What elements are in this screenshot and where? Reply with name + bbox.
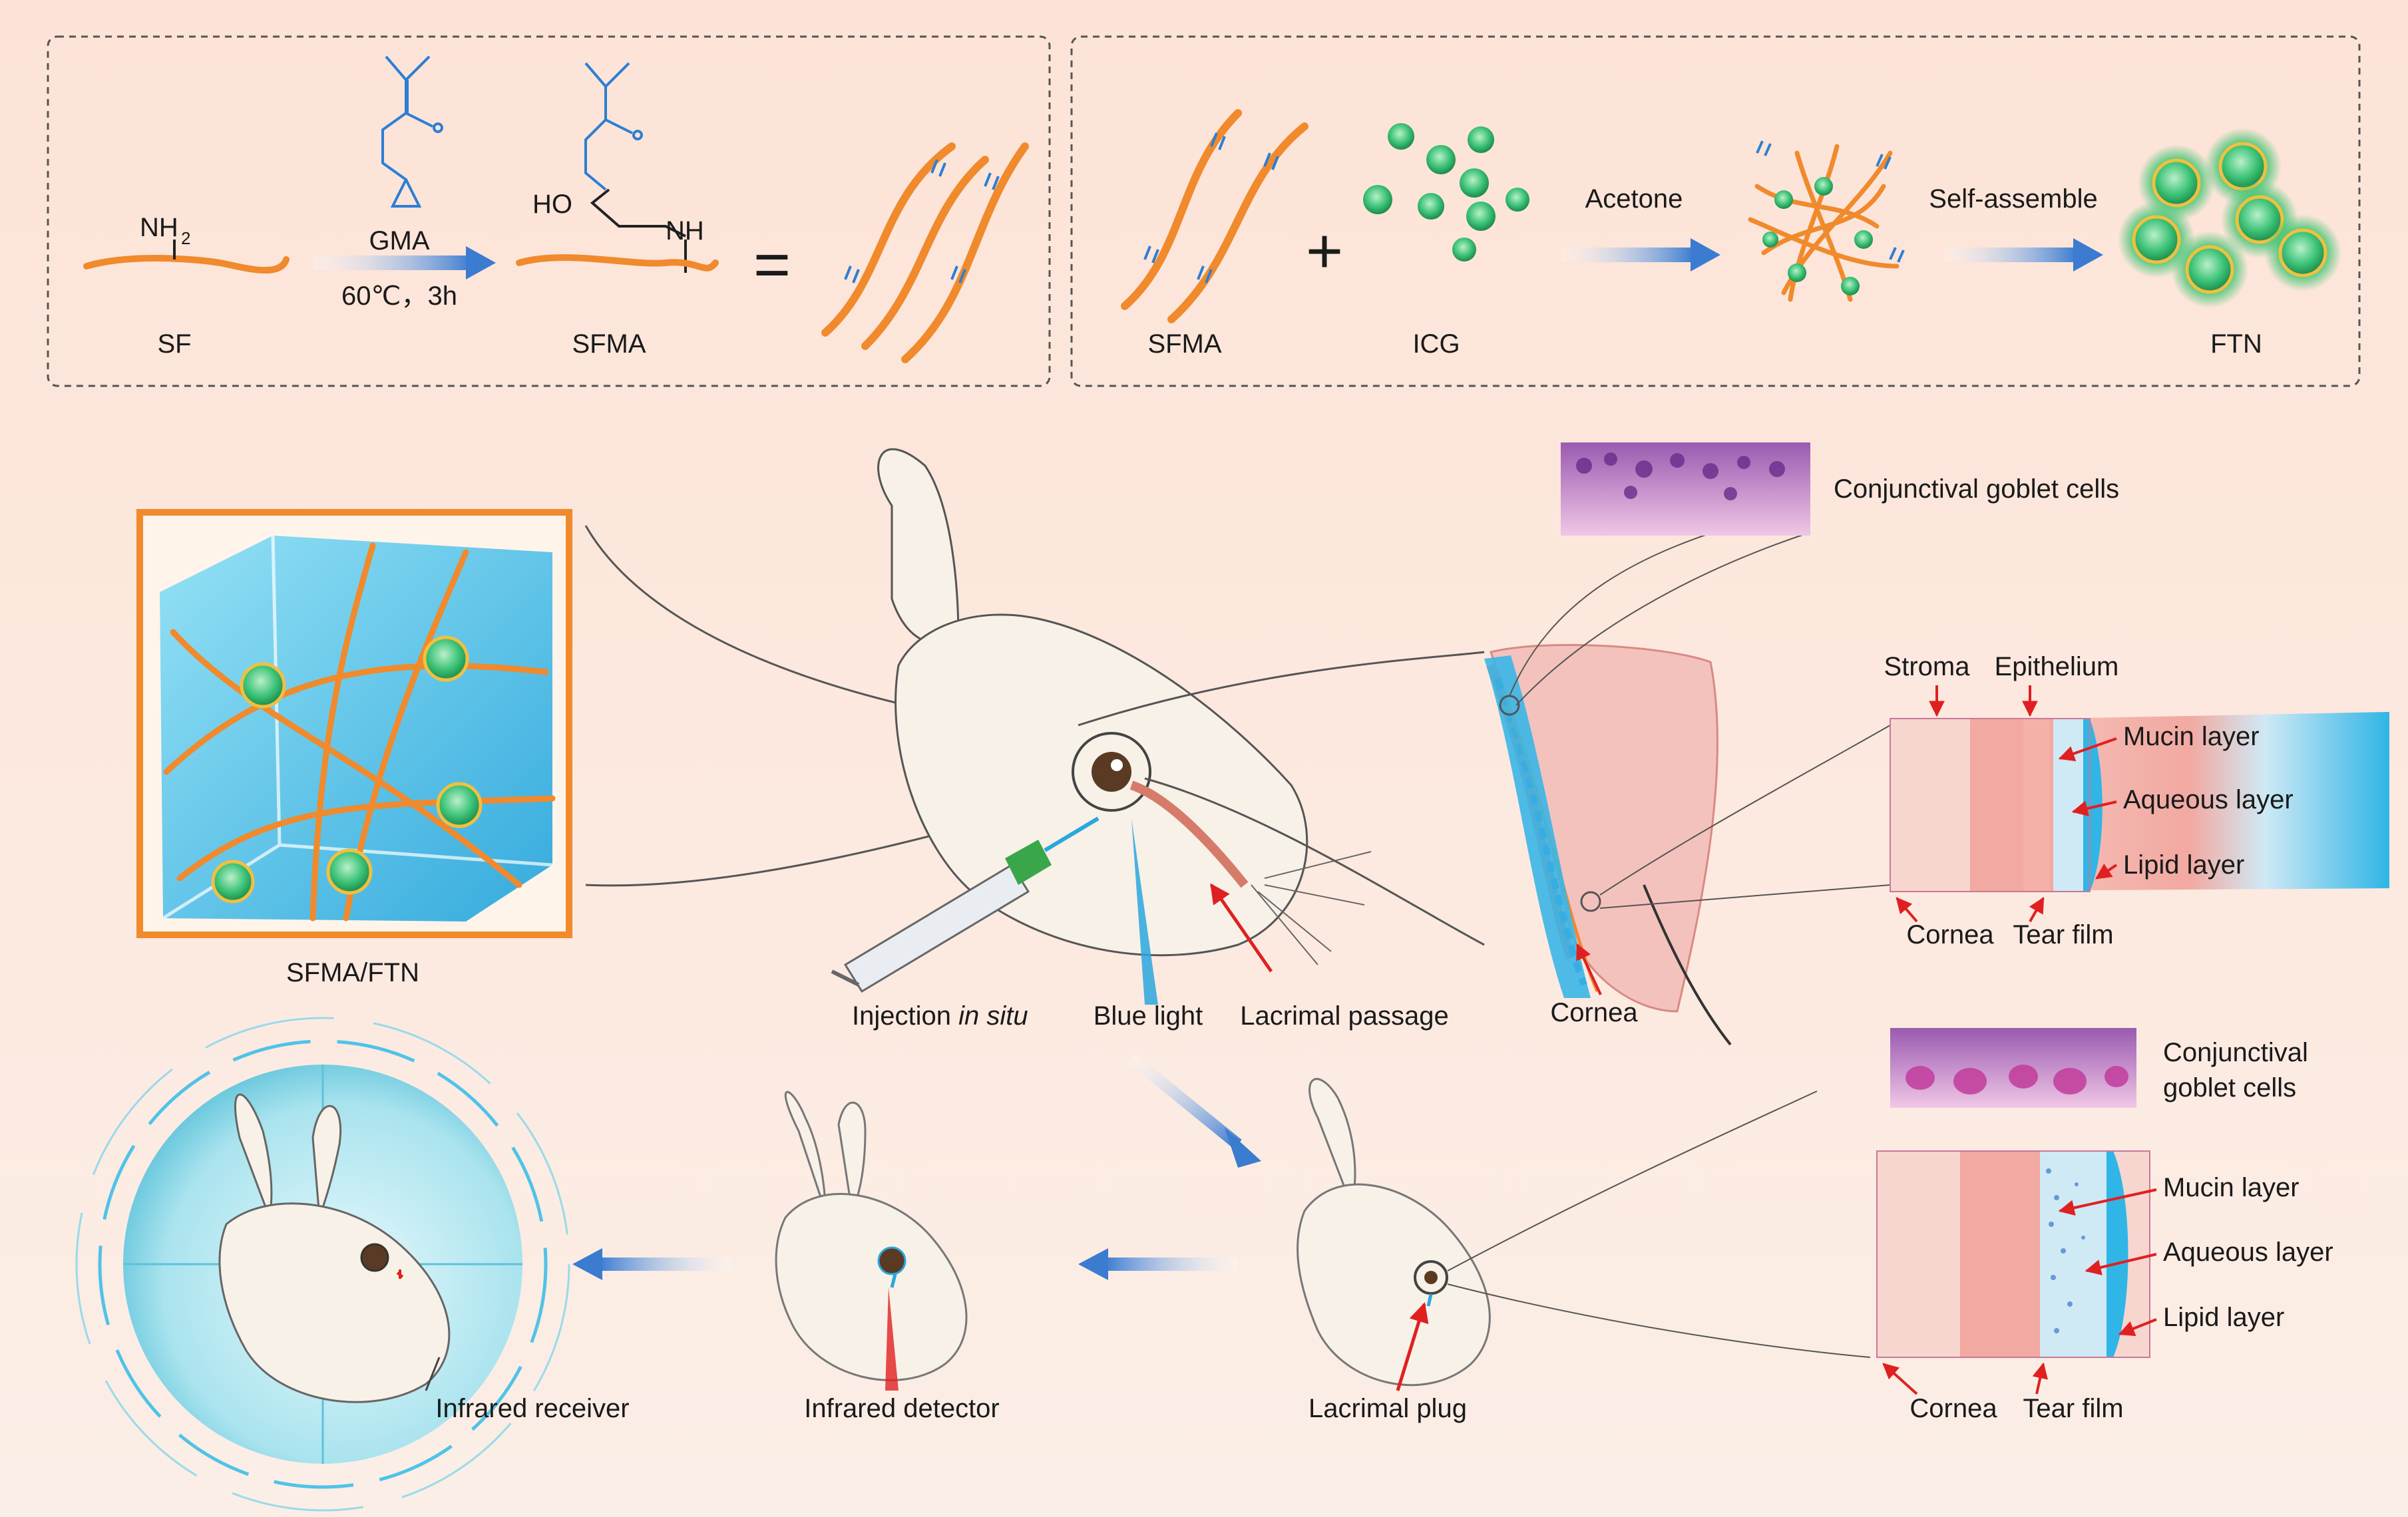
infrared-receiver-label: Infrared receiver bbox=[435, 1394, 629, 1423]
ftn-particles bbox=[2118, 128, 2341, 308]
mucin-bottom-label: Mucin layer bbox=[2163, 1173, 2300, 1202]
cornea-section-label: Cornea bbox=[1550, 998, 1638, 1027]
cornea-top-label: Cornea bbox=[1906, 920, 1994, 949]
nh-label: NH bbox=[666, 216, 704, 246]
corneal-layers-bottom bbox=[1876, 1150, 2150, 1358]
ho-label: HO bbox=[532, 190, 572, 219]
nh2-subscript: 2 bbox=[181, 228, 190, 248]
injection-label: Injection in situ bbox=[852, 1001, 1028, 1031]
gma-label: GMA bbox=[369, 226, 429, 255]
self-assemble-label: Self-assemble bbox=[1929, 184, 2097, 214]
rabbit-detector bbox=[775, 1091, 968, 1381]
acetone-arrow bbox=[1561, 248, 1694, 262]
gma-structure bbox=[381, 55, 443, 208]
acetone-label: Acetone bbox=[1585, 184, 1683, 214]
arrow-to-detector bbox=[1078, 1248, 1238, 1280]
self-assemble-arrow bbox=[1943, 248, 2077, 262]
plus-sign: + bbox=[1306, 216, 1343, 287]
infrared-detector-label: Infrared detector bbox=[804, 1394, 1000, 1423]
conditions-label: 60℃，3h bbox=[341, 281, 457, 311]
conjunctival-bottom-label-1: Conjunctival bbox=[2163, 1038, 2308, 1067]
eyelid-cross-section bbox=[1484, 643, 1732, 1046]
sfma-fiber bbox=[516, 254, 719, 271]
lacrimal-arrow bbox=[1209, 883, 1273, 973]
hydrogel-caption: SFMA/FTN bbox=[286, 958, 419, 987]
aqueous-bottom-label: Aqueous layer bbox=[2163, 1238, 2333, 1267]
sf-fiber bbox=[83, 255, 290, 274]
corneal-layers-top bbox=[1890, 712, 2389, 892]
lipid-top-label: Lipid layer bbox=[2123, 850, 2244, 880]
sfma-structure bbox=[584, 62, 643, 191]
mucin-top-label: Mucin layer bbox=[2123, 722, 2260, 751]
zoom-line-anatomy-upper bbox=[1078, 651, 1485, 727]
sfma-fibers-cartoon bbox=[821, 142, 1029, 363]
aqueous-top-label: Aqueous layer bbox=[2123, 785, 2294, 814]
lacrimal-passage-label: Lacrimal passage bbox=[1240, 1001, 1449, 1031]
goblet-cells-top-image bbox=[1561, 442, 1810, 536]
ftn-label: FTN bbox=[2210, 329, 2262, 359]
cornea-bottom-label: Cornea bbox=[1909, 1394, 1997, 1423]
hydrogel-cube bbox=[136, 509, 572, 938]
sfma-label-right: SFMA bbox=[1147, 329, 1221, 359]
sfma-label: SFMA bbox=[572, 329, 646, 359]
conjunctival-goblet-cells-top-label: Conjunctival goblet cells bbox=[1834, 474, 2119, 504]
lacrimal-plug-label: Lacrimal plug bbox=[1308, 1394, 1467, 1423]
nh2-label: NH bbox=[140, 213, 178, 242]
synthesis-panel-left: NH 2 SF GMA 60℃，3h HO NH SFMA = bbox=[47, 35, 1051, 387]
arrow-down-to-plug bbox=[1127, 1053, 1261, 1168]
sf-label: SF bbox=[157, 329, 191, 359]
blue-light-beam bbox=[1131, 818, 1158, 1005]
syringe bbox=[831, 816, 1100, 993]
icg-particles bbox=[1363, 123, 1529, 261]
arrow-to-receiver bbox=[572, 1248, 732, 1280]
infrared-receiver-sphere bbox=[75, 1017, 570, 1512]
epithelium-label: Epithelium bbox=[1995, 652, 2119, 681]
rabbit-plug bbox=[1297, 1078, 1491, 1387]
tear-film-top-label: Tear film bbox=[2013, 920, 2113, 949]
sfma-fibers-right bbox=[1121, 109, 1308, 323]
synthesis-panel-right: SFMA + ICG Acetone bbox=[1070, 35, 2361, 387]
zoom-line-anatomy-lower bbox=[1144, 777, 1485, 946]
tear-film-bottom-label: Tear film bbox=[2023, 1394, 2123, 1423]
infrared-beam bbox=[885, 1287, 899, 1391]
conjunctival-bottom-label-2: goblet cells bbox=[2163, 1073, 2296, 1102]
gma-arrow bbox=[313, 255, 473, 270]
equals-sign: = bbox=[753, 229, 791, 300]
blue-light-label: Blue light bbox=[1094, 1001, 1203, 1031]
stroma-label: Stroma bbox=[1884, 652, 1971, 681]
rabbit-main bbox=[877, 448, 1372, 965]
icg-label: ICG bbox=[1412, 329, 1460, 359]
lipid-bottom-label: Lipid layer bbox=[2163, 1303, 2284, 1332]
